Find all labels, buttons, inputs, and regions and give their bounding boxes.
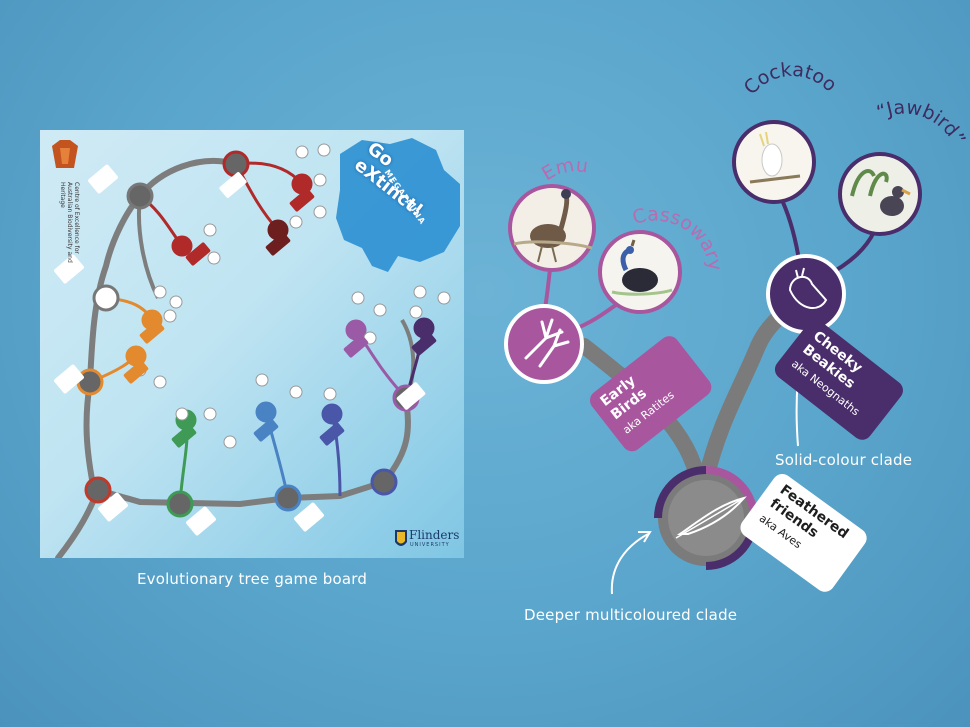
university-subtitle: UNIVERSITY (410, 542, 450, 548)
solid-clade-annotation: Solid-colour clade (775, 451, 913, 469)
emu-portrait (508, 184, 596, 272)
arrow-deeper-clade (610, 533, 649, 595)
jawbird-portrait (838, 152, 922, 236)
flinders-logo: Flinders UNIVERSITY (394, 526, 464, 554)
board-tree-drawing (54, 138, 460, 558)
game-board-image: Centre of Excellence for Australian Biod… (40, 130, 464, 558)
deeper-clade-annotation: Deeper multicoloured clade (524, 606, 738, 624)
cheeky-beakies-node (766, 254, 846, 334)
beak-icon (788, 275, 828, 309)
feathered-friends-node (654, 466, 758, 570)
emu-label: Emu (538, 154, 589, 185)
cockatoo-portrait (732, 120, 816, 204)
cockatoo-label: Cockatoo (740, 59, 841, 99)
cassowary-portrait (598, 230, 682, 314)
early-birds-node (504, 304, 584, 384)
board-caption: Evolutionary tree game board (136, 570, 368, 588)
ca-bh-logo (50, 138, 80, 172)
flinders-name: Flinders (409, 528, 460, 542)
jawbird-label: “Jawbird” (874, 96, 970, 149)
